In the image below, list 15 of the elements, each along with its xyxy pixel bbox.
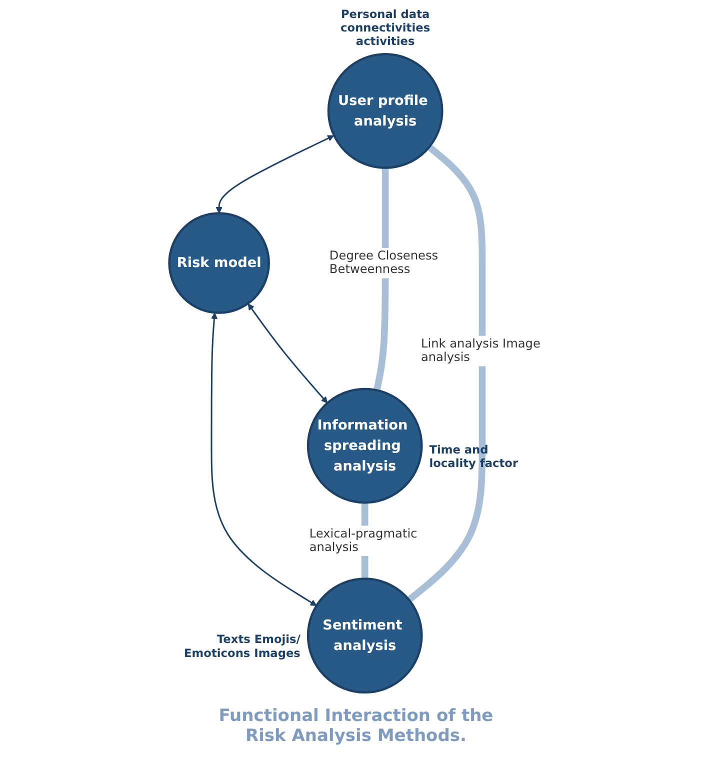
node-circle: Information spreading analysis	[306, 388, 423, 504]
side-note: Texts Emojis/ Emoticons Images	[184, 632, 300, 660]
arrow	[210, 312, 317, 606]
arrow	[248, 303, 328, 404]
edge-label: Lexical-pragmatic analysis	[307, 526, 420, 556]
side-note: Time and locality factor	[429, 442, 518, 470]
node-circle: User profile analysis	[327, 53, 444, 169]
edge-label: Link analysis Image analysis	[418, 336, 543, 366]
caption: Functional Interaction of the Risk Analysis Methods.	[218, 706, 494, 746]
side-note: Personal data connectivities activities	[340, 6, 430, 48]
node-circle: Risk model	[168, 212, 270, 314]
node-circle: Sentiment analysis	[306, 578, 423, 694]
connector	[406, 144, 486, 603]
connector	[374, 168, 389, 391]
arrow	[216, 135, 334, 214]
